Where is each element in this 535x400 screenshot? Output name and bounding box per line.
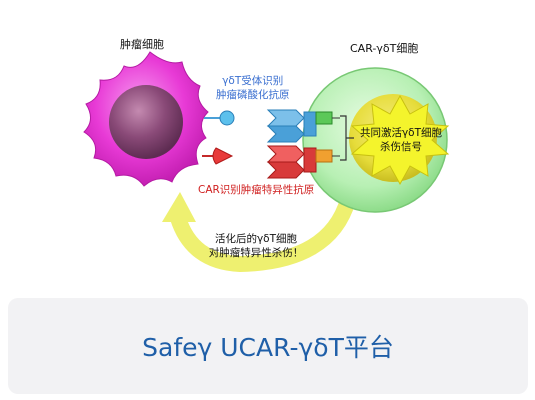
cytotoxic-arrow	[162, 192, 356, 273]
kill-label-line1: 活化后的γδT细胞	[214, 233, 298, 245]
tumor-nucleus	[109, 85, 183, 159]
tcr-recognition-label: γδT受体识别 肿瘤磷酸化抗原	[216, 74, 290, 102]
car-receptor	[266, 145, 340, 179]
tumor-cell-label: 肿瘤细胞	[120, 38, 164, 51]
signal-label-line2: 杀伤信号	[380, 141, 422, 153]
tcr-label-line2: 肿瘤磷酸化抗原	[216, 89, 290, 101]
diagram-graphic	[83, 51, 450, 273]
platform-title-bar: Safeγ UCAR-γδT平台	[8, 298, 528, 394]
gd-tcr-receptor	[266, 109, 340, 143]
tcr-label-line1: γδT受体识别	[222, 75, 284, 87]
tumor-specific-antigen	[202, 147, 234, 165]
mechanism-diagram: 肿瘤细胞 CAR-γδT细胞 γδT受体识别 肿瘤磷酸化抗原 CAR识别肿瘤特异…	[83, 38, 450, 273]
tumor-killing-label: 活化后的γδT细胞 对肿瘤特异性杀伤！	[196, 232, 316, 260]
car-recognition-label: CAR识别肿瘤特异性抗原	[198, 184, 315, 196]
signal-bracket	[340, 115, 354, 161]
phosphoantigen	[204, 110, 235, 126]
activation-signal-label: 共同激活γδT细胞 杀伤信号	[358, 126, 444, 154]
activation-star	[350, 94, 450, 186]
platform-title: Safeγ UCAR-γδT平台	[142, 333, 394, 362]
signal-label-line1: 共同激活γδT细胞	[359, 127, 443, 139]
kill-label-line2: 对肿瘤特异性杀伤！	[208, 247, 304, 259]
car-gd-t-cell-label: CAR-γδT细胞	[350, 42, 419, 55]
